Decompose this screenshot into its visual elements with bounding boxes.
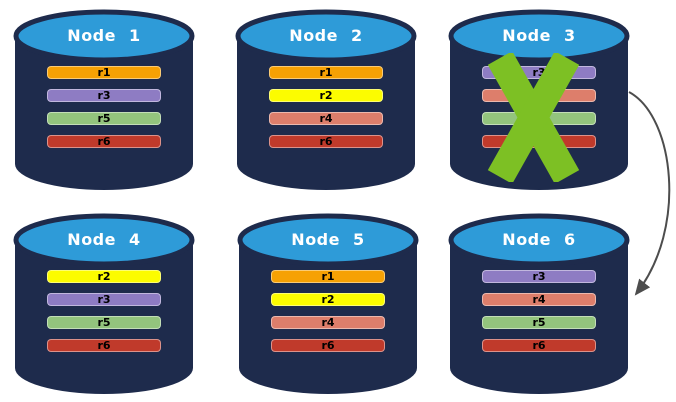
replica-bar: r2 [47,270,161,283]
node-title: Node 3 [502,26,576,45]
replica-bars: r1 r2 r4 r6 [269,66,383,158]
replica-bar: r4 [271,316,385,329]
node-title: Node 2 [289,26,363,45]
replica-bar: r4 [482,293,596,306]
replica-bar: r6 [269,135,383,148]
x-stroke [487,53,580,182]
cylinder-top [448,9,630,63]
replica-label: r3 [97,89,111,102]
replica-label: r6 [321,339,335,352]
replica-bar: r3 [482,270,596,283]
replica-label: r1 [97,66,111,79]
replica-label: r4 [321,316,335,329]
replica-label: r3 [532,66,546,79]
node-title: Node 1 [67,26,141,45]
replica-label: r6 [97,135,111,148]
replica-bar: r6 [47,135,161,148]
replica-bar: r6 [271,339,385,352]
db-node: Node 1 r1 r3 r5 r6 [13,8,195,192]
replica-label: r5 [97,316,111,329]
replica-label: r6 [97,339,111,352]
replica-bar: r1 [47,66,161,79]
db-node: Node 3 r3 r4 r5 r6 [448,8,630,192]
replica-label: r2 [97,270,111,283]
cylinder-top [448,213,630,267]
replica-bar: r5 [482,316,596,329]
replica-bar: r3 [47,89,161,102]
cylinder-top [235,9,417,63]
node-title: Node 4 [67,230,141,249]
replica-bar: r6 [482,339,596,352]
replica-label: r6 [319,135,333,148]
replica-bars: r1 r3 r5 r6 [47,66,161,158]
replica-bars: r1 r2 r4 r6 [271,270,385,362]
replica-bars: r2 r3 r5 r6 [47,270,161,362]
replica-bar: r2 [271,293,385,306]
db-node: Node 5 r1 r2 r4 r6 [237,212,419,396]
cylinder-top [13,213,195,267]
replica-bar: r5 [47,316,161,329]
failure-x-icon [487,53,580,182]
db-node: Node 6 r3 r4 r5 r6 [448,212,630,396]
replica-label: r3 [532,270,546,283]
db-node: Node 2 r1 r2 r4 r6 [235,8,417,192]
node-title: Node 6 [502,230,576,249]
replica-bar: r4 [269,112,383,125]
cylinder-top [13,9,195,63]
replica-bars: r3 r4 r5 r6 [482,270,596,362]
replica-label: r4 [319,112,333,125]
replica-label: r5 [532,316,546,329]
replica-label: r4 [532,293,546,306]
replica-label: r5 [97,112,111,125]
replica-bar: r5 [47,112,161,125]
replica-bar: r1 [271,270,385,283]
arrow-curve [628,91,671,296]
replica-bar: r6 [47,339,161,352]
replica-label: r2 [319,89,333,102]
replica-label: r1 [319,66,333,79]
replica-bar: r2 [269,89,383,102]
node-title: Node 5 [291,230,365,249]
replica-label: r2 [321,293,335,306]
replica-label: r3 [97,293,111,306]
cylinder-top [237,213,419,267]
db-node: Node 4 r2 r3 r5 r6 [13,212,195,396]
replica-bar: r1 [269,66,383,79]
replica-label: r1 [321,270,335,283]
replica-label: r6 [532,339,546,352]
replica-bar: r3 [47,293,161,306]
